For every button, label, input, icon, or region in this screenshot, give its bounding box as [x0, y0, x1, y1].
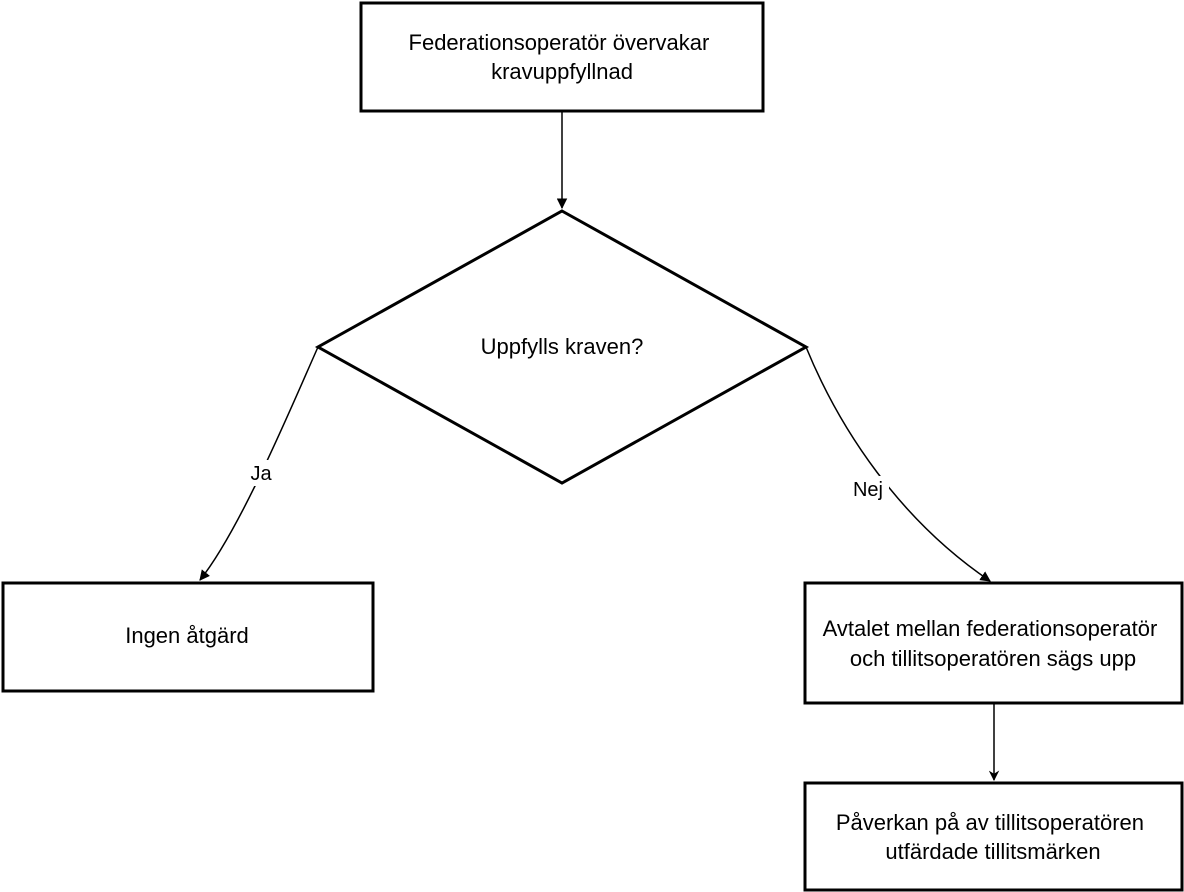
edge-no: Nej — [805, 346, 991, 582]
svg-text:Federationsoperatör övervakar: Federationsoperatör övervakar kravuppfyl… — [409, 30, 716, 84]
node-impact-line-1: Påverkan på av tillitsoperatören — [836, 810, 1144, 835]
node-no-action: Ingen åtgärd — [1, 581, 375, 693]
svg-text:Påverkan på av tillitsoperatör: Påverkan på av tillitsoperatören utfärda… — [836, 810, 1150, 864]
node-terminate-line-1: Avtalet mellan federationsoperatör — [823, 616, 1158, 641]
node-decision: Uppfylls kraven? — [314, 209, 810, 485]
svg-text:Avtalet mellan federationsoper: Avtalet mellan federationsoperatör och t… — [823, 616, 1164, 671]
svg-text:Ingen åtgärd: Ingen åtgärd — [125, 623, 249, 648]
edge-label-yes: Ja — [250, 463, 272, 485]
node-terminate: Avtalet mellan federationsoperatör och t… — [803, 581, 1184, 705]
node-impact-line-2: utfärdade tillitsmärken — [885, 839, 1100, 864]
node-monitor: Federationsoperatör övervakar kravuppfyl… — [359, 1, 765, 113]
node-impact: Påverkan på av tillitsoperatören utfärda… — [803, 781, 1184, 892]
node-no-action-line-1: Ingen åtgärd — [125, 623, 249, 648]
node-monitor-line-2: kravuppfyllnad — [491, 59, 633, 84]
edge-label-no: Nej — [853, 479, 883, 501]
node-monitor-line-1: Federationsoperatör övervakar — [409, 30, 710, 55]
node-terminate-line-2: och tillitsoperatören sägs upp — [850, 646, 1136, 671]
node-decision-line-1: Uppfylls kraven? — [481, 334, 644, 359]
edge-yes: Ja — [199, 346, 319, 581]
svg-text:Uppfylls kraven?: Uppfylls kraven? — [481, 334, 644, 359]
